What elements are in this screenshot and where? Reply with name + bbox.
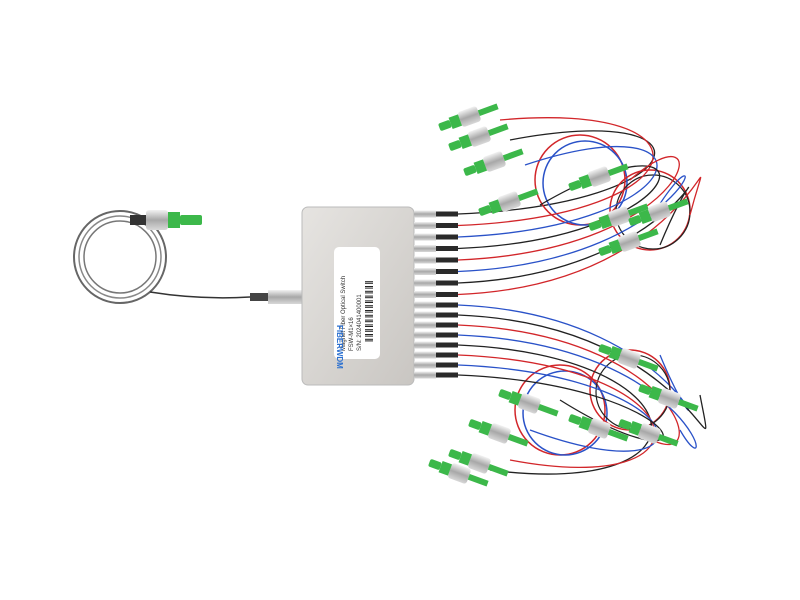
input-sleeve (268, 290, 303, 304)
fc-connector (448, 123, 509, 151)
fc-connector (618, 419, 679, 447)
output-connectors (428, 103, 699, 487)
output-port (414, 341, 458, 349)
output-port (414, 291, 458, 298)
fc-connector (498, 389, 559, 417)
fiber-cable (457, 117, 654, 227)
output-port (414, 311, 458, 319)
barcode (365, 281, 373, 342)
input-connector (130, 210, 202, 230)
output-port (414, 351, 458, 359)
fiber-cable (457, 374, 664, 442)
input-boot (250, 293, 270, 301)
fiberwdm-logo: FIBERWDM (335, 325, 344, 369)
fc-connector (438, 103, 499, 131)
fc-connector (628, 198, 689, 226)
output-ports (414, 210, 458, 379)
fiber-cable (457, 314, 707, 430)
output-port (414, 222, 458, 229)
output-port (414, 245, 458, 252)
switch-body: Magnet Fiber Optical Switch FSW-M1×16 S/… (301, 206, 415, 386)
fc-connector (638, 384, 699, 412)
label-title: Magnet Fiber Optical Switch (341, 276, 347, 351)
fc-connector (428, 459, 489, 487)
fc-connector (598, 344, 659, 372)
fc-connector (598, 228, 659, 256)
fc-connector (568, 414, 629, 442)
fc-connector (478, 188, 539, 216)
label-model: FSW-M1×16 (349, 317, 355, 351)
output-port (414, 210, 458, 218)
fiber-cable (457, 155, 680, 261)
output-port (414, 268, 458, 275)
fiber-cable (457, 344, 653, 475)
fc-connector (588, 203, 649, 231)
fiber-cable (457, 334, 697, 449)
output-port (414, 233, 458, 241)
input-fiber-coil (73, 210, 300, 304)
output-port (414, 279, 458, 287)
fiber-cable (457, 145, 658, 238)
output-port (414, 301, 458, 309)
output-port (414, 256, 458, 264)
fc-connector (463, 148, 524, 176)
fc-connector (448, 449, 509, 477)
output-port (414, 371, 458, 379)
output-port (414, 361, 458, 369)
output-port (414, 321, 458, 329)
fiber-cable (457, 354, 655, 469)
fiber-cable (457, 175, 686, 273)
label-serial: S/N: 2024041400001 (357, 294, 363, 351)
fc-connector (468, 419, 529, 447)
output-port (414, 331, 458, 339)
fc-connector (568, 163, 629, 191)
